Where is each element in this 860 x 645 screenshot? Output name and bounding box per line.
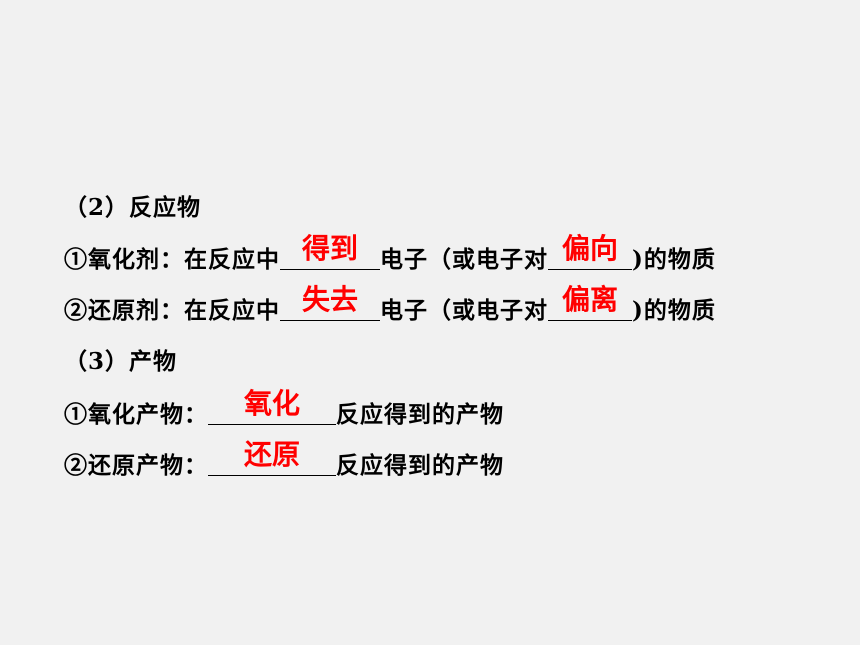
- oxidant-definition: ①氧化剂：在反应中 得到 电子（或电子对 偏向 )的物质: [64, 232, 716, 274]
- reduction-product-blank: 还原: [208, 438, 336, 476]
- oxidant-blank-2: 偏向: [548, 232, 632, 270]
- reduction-product-definition: ②还原产物： 还原 反应得到的产物: [64, 438, 504, 480]
- reductant-blank-1: 失去: [280, 283, 380, 321]
- oxidation-product-definition: ①氧化产物： 氧化 反应得到的产物: [64, 387, 504, 429]
- reduction-product-suffix: 反应得到的产物: [336, 452, 504, 479]
- reductant-definition: ②还原剂：在反应中 失去 电子（或电子对 偏离 )的物质: [64, 283, 716, 325]
- reductant-middle: 电子（或电子对: [380, 297, 548, 324]
- oxidant-suffix: )的物质: [632, 246, 716, 273]
- oxidation-product-suffix: 反应得到的产物: [336, 401, 504, 428]
- oxidant-answer-2: 偏向: [561, 232, 619, 265]
- reductant-answer-1: 失去: [301, 283, 359, 316]
- oxidation-product-prefix: ①氧化产物：: [64, 401, 208, 428]
- reduction-product-prefix: ②还原产物：: [64, 452, 208, 479]
- oxidant-answer-1: 得到: [301, 232, 359, 265]
- reduction-product-answer: 还原: [243, 438, 301, 471]
- reductant-prefix: ②还原剂：在反应中: [64, 297, 280, 324]
- reductant-blank-2: 偏离: [548, 283, 632, 321]
- reductant-suffix: )的物质: [632, 297, 716, 324]
- products-heading-text: （3）产物: [64, 348, 178, 375]
- reactants-heading-text: （2）反应物: [64, 194, 202, 221]
- products-heading: （3）产物: [64, 336, 177, 376]
- oxidant-prefix: ①氧化剂：在反应中: [64, 246, 280, 273]
- oxidation-product-answer: 氧化: [243, 387, 301, 420]
- oxidation-product-blank: 氧化: [208, 387, 336, 425]
- oxidant-middle: 电子（或电子对: [380, 246, 548, 273]
- reductant-answer-2: 偏离: [561, 283, 619, 316]
- reactants-heading: （2）反应物: [64, 182, 201, 222]
- oxidant-blank-1: 得到: [280, 232, 380, 270]
